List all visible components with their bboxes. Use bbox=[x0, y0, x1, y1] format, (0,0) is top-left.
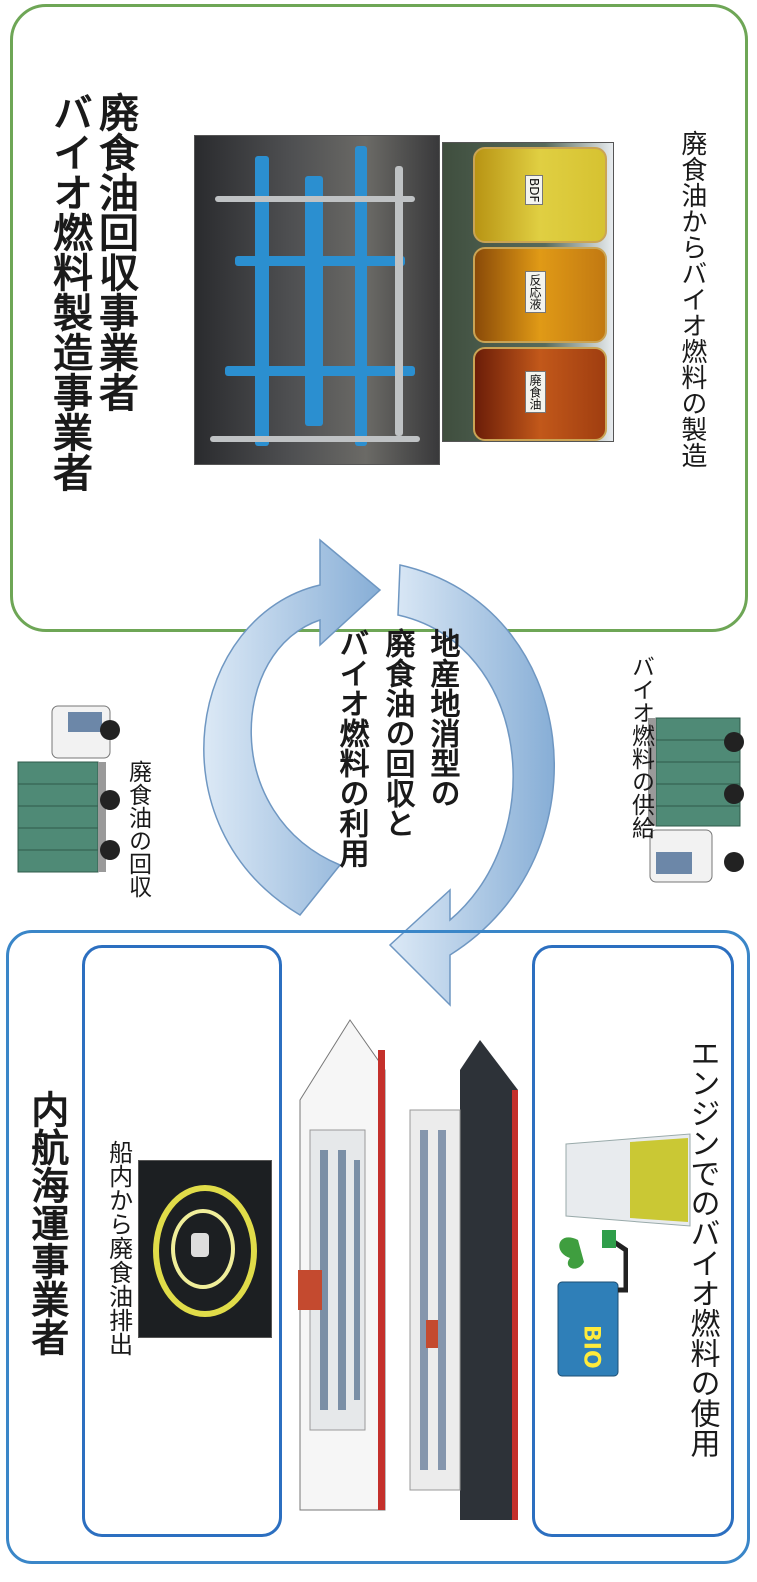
shipping-title: 内航海運事業者 bbox=[24, 1090, 69, 1356]
collection-truck-icon bbox=[17, 705, 120, 873]
bio-fuel-pump-icon bbox=[557, 1230, 628, 1377]
jar-label-bdf: BDF bbox=[525, 175, 543, 206]
producer-caption: 廃食油からバイオ燃料の製造 bbox=[676, 130, 707, 468]
shipping-panel bbox=[6, 930, 750, 1564]
supply-label: バイオ燃料の供給 bbox=[627, 655, 654, 839]
bio-label: BIO bbox=[578, 1325, 604, 1369]
jar-label-waste-oil: 廃食油 bbox=[525, 371, 546, 413]
supply-truck-icon bbox=[648, 717, 744, 883]
cycle-arrows bbox=[203, 538, 556, 1007]
producer-title-line2: バイオ燃料製造事業者 bbox=[46, 92, 92, 492]
downward-arrow bbox=[388, 564, 556, 1007]
usage-box bbox=[532, 945, 734, 1537]
collection-label: 廃食油の回収 bbox=[124, 760, 151, 898]
cycle-line1: 地産地消型の bbox=[424, 628, 460, 808]
discharge-caption: 船内から廃食油排出 bbox=[104, 1140, 133, 1356]
jar-label-reaction: 反応液 bbox=[525, 271, 546, 313]
cycle-line3: バイオ燃料の利用 bbox=[333, 628, 369, 868]
oil-jars-photo: BDF 反応液 廃食油 bbox=[442, 142, 614, 442]
producer-title-line1: 廃食油回収事業者 bbox=[92, 92, 138, 412]
tank-photo bbox=[138, 1160, 272, 1338]
usage-caption: エンジンでのバイオ燃料の使用 bbox=[684, 1038, 720, 1458]
fuel-glass-icon bbox=[565, 1133, 691, 1227]
cargo-ship-illustration bbox=[409, 1040, 518, 1520]
ferry-illustration bbox=[298, 1019, 386, 1511]
biofuel-plant-photo bbox=[194, 135, 440, 465]
upward-arrow bbox=[203, 538, 382, 916]
cycle-line2: 廃食油の回収と bbox=[379, 628, 415, 838]
discharge-box bbox=[82, 945, 282, 1537]
